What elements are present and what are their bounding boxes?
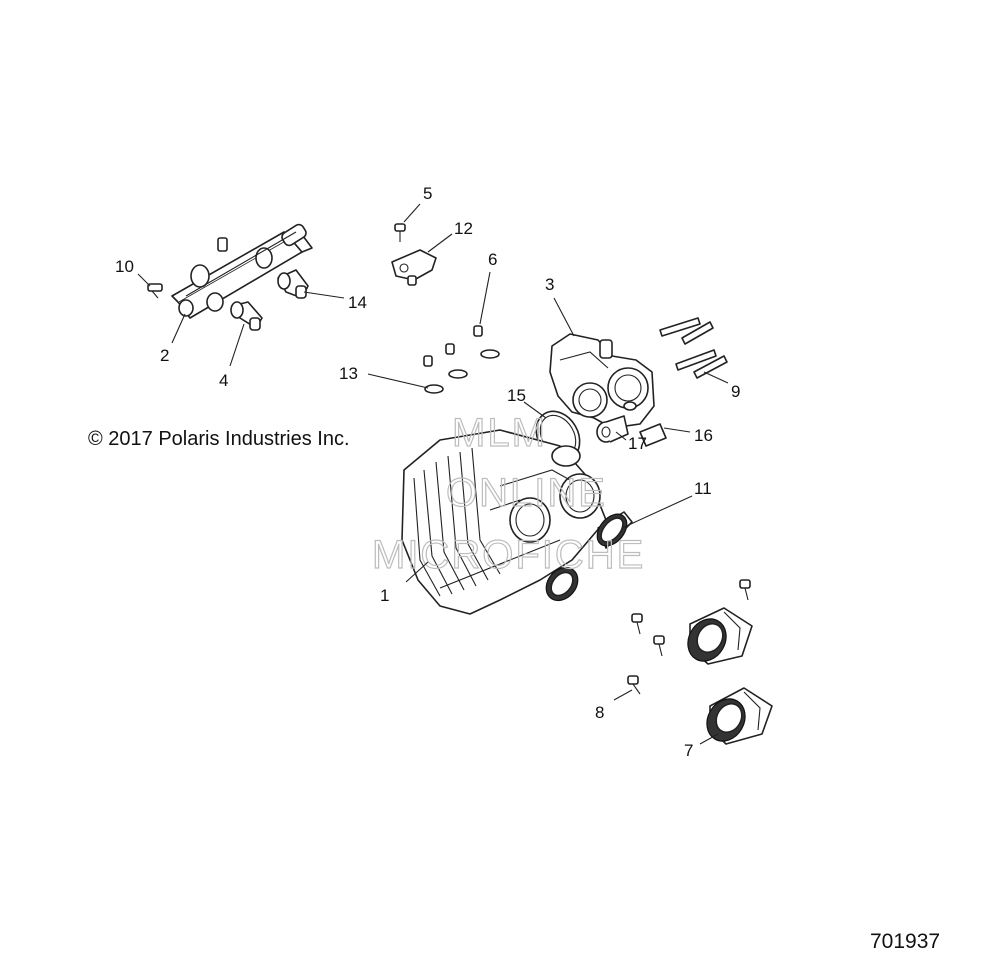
- bolt-10-part: [147, 237, 228, 299]
- grommet-17-part: [596, 415, 629, 443]
- callout-7: 7: [684, 741, 693, 760]
- callout-16: 16: [694, 426, 713, 445]
- leader-lines: [137, 203, 729, 745]
- callout-15: 15: [507, 386, 526, 405]
- watermark: MLM ONLINE MICROFICHE: [371, 410, 645, 577]
- callout-8: 8: [595, 703, 604, 722]
- callout-2: 2: [160, 346, 169, 365]
- screws-6-part: [423, 325, 483, 367]
- throttle-body-3-part: [549, 333, 655, 429]
- watermark-line-3: MICROFICHE: [372, 533, 645, 577]
- callout-5: 5: [423, 184, 432, 203]
- callout-17: 17: [628, 434, 647, 453]
- callout-12: 12: [454, 219, 473, 238]
- callout-4: 4: [219, 371, 228, 390]
- callout-3: 3: [545, 275, 554, 294]
- clips-13-part: [424, 349, 500, 394]
- fuel-rail-part: [171, 223, 313, 319]
- callout-1: 1: [380, 586, 389, 605]
- callout-10: 10: [115, 257, 134, 276]
- callout-9: 9: [731, 382, 740, 401]
- diagram-id: 701937: [870, 930, 940, 953]
- injector-14-part: [277, 269, 309, 299]
- watermark-line-1: MLM: [452, 411, 547, 455]
- map-sensor-12-part: [391, 249, 437, 286]
- callout-14: 14: [348, 293, 367, 312]
- copyright-text: © 2017 Polaris Industries Inc.: [88, 428, 350, 450]
- sleeve-16-part: [639, 423, 667, 447]
- callout-13: 13: [339, 364, 358, 383]
- watermark-line-2: ONLINE: [446, 471, 607, 515]
- callout-6: 6: [488, 250, 497, 269]
- bolts-8-part: [627, 579, 751, 695]
- injector-4-part: [230, 301, 263, 331]
- callout-11: 11: [694, 479, 712, 498]
- bolt-5-part: [394, 223, 406, 242]
- bolts-9-part: [659, 317, 728, 379]
- intake-boot-7-upper-part: [687, 607, 753, 665]
- intake-boot-7-lower-part: [706, 687, 773, 745]
- callout-labels: 1 2 3 4 5 6 7 8 9 10 11 12 13 14 15 16 1…: [115, 184, 740, 760]
- clamp-11-part: [545, 511, 633, 602]
